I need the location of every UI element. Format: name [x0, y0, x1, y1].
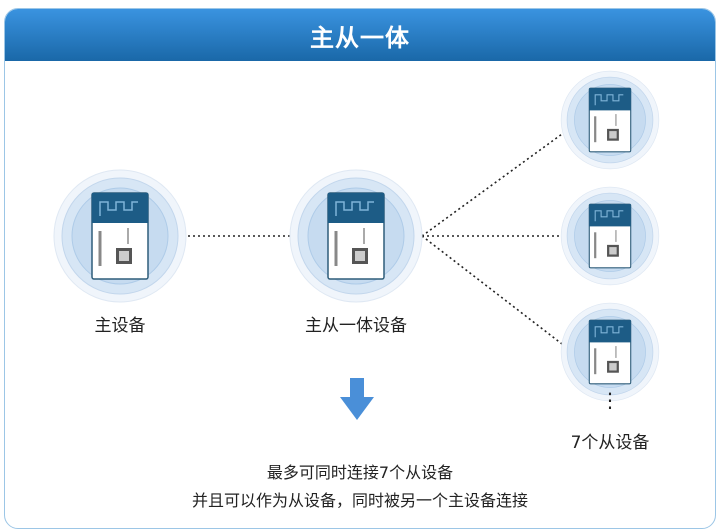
- description-line-1: 最多可同时连接7个从设备: [266, 463, 454, 482]
- master-slave-device-node: [289, 169, 423, 303]
- module-chip-icon: [588, 319, 632, 385]
- arrow-down-icon: [340, 378, 374, 420]
- slave-device-node: [560, 186, 660, 286]
- module-chip-icon: [90, 191, 150, 281]
- slave-device-node: [560, 70, 660, 170]
- more-slaves-ellipsis: ⋮: [600, 388, 620, 412]
- master-device-label: 主设备: [94, 316, 146, 336]
- module-chip-icon: [588, 87, 632, 153]
- description-line-2: 并且可以作为从设备，同时被另一个主设备连接: [191, 491, 528, 510]
- master-slave-device-label: 主从一体设备: [305, 316, 407, 336]
- slave-device-node: [560, 302, 660, 402]
- master-device-node: [53, 169, 187, 303]
- slave-devices-label: 7个从设备: [570, 433, 650, 453]
- module-chip-icon: [588, 203, 632, 269]
- module-chip-icon: [326, 191, 386, 281]
- page-title: 主从一体: [5, 9, 715, 61]
- connection-lines: [188, 133, 563, 345]
